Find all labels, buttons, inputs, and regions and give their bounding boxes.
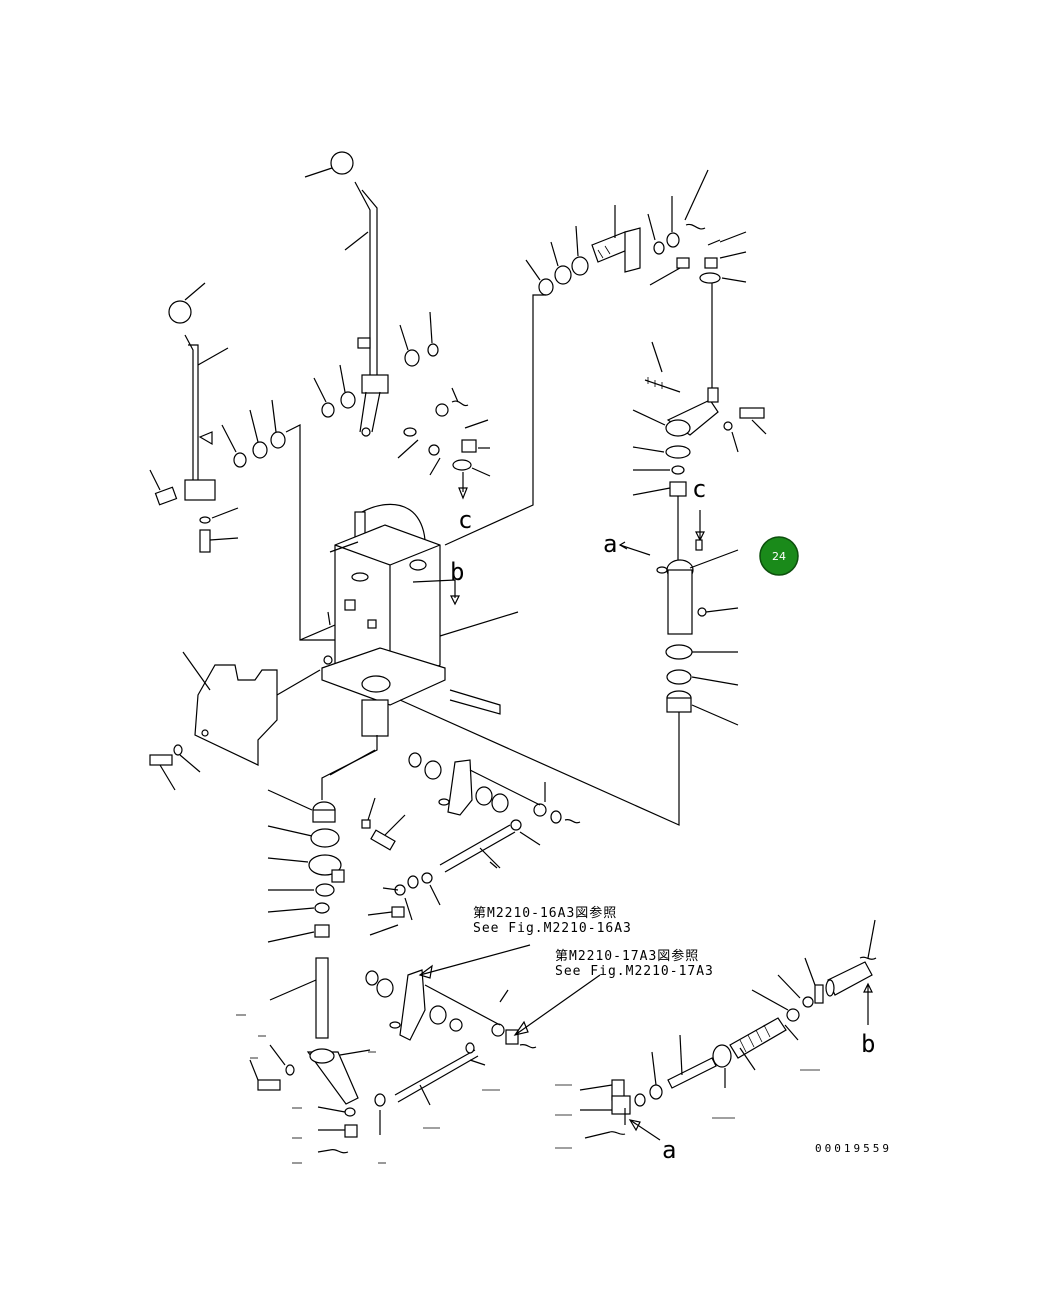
lower-center-link bbox=[365, 944, 601, 1049]
badge-circle[interactable] bbox=[759, 536, 799, 576]
callout-b-upper: b bbox=[450, 558, 464, 586]
center-lever-assembly bbox=[304, 151, 491, 500]
drawing-number: 00019559 bbox=[815, 1142, 892, 1155]
callout-a-lower: a bbox=[662, 1136, 676, 1164]
right-shaft-assembly bbox=[399, 341, 767, 826]
ref2-en: See Fig.M2210-17A3 bbox=[555, 964, 714, 979]
lever-bracket-box bbox=[299, 503, 519, 737]
callout-c-upper: c bbox=[458, 506, 472, 534]
callout-c-right: c bbox=[692, 475, 706, 503]
left-lever-assembly bbox=[149, 282, 340, 641]
center-lower-linkage bbox=[321, 735, 581, 873]
lower-right-assembly bbox=[579, 919, 877, 1141]
ref2-jp: 第M2210-17A3図参照 bbox=[555, 948, 699, 964]
ref1-jp: 第M2210-16A3図参照 bbox=[473, 905, 617, 921]
callout-a-right: a bbox=[603, 530, 617, 558]
ref1-en: See Fig.M2210-16A3 bbox=[473, 921, 632, 936]
badge-label: 24 bbox=[772, 550, 786, 563]
left-lower-shaft bbox=[249, 789, 486, 1154]
cover-plate bbox=[149, 651, 321, 791]
callout-b-lower: b bbox=[861, 1030, 875, 1058]
right-upper-linkage bbox=[444, 169, 747, 546]
page-badge[interactable]: 24 bbox=[759, 536, 799, 576]
dash-marks bbox=[236, 1014, 820, 1164]
